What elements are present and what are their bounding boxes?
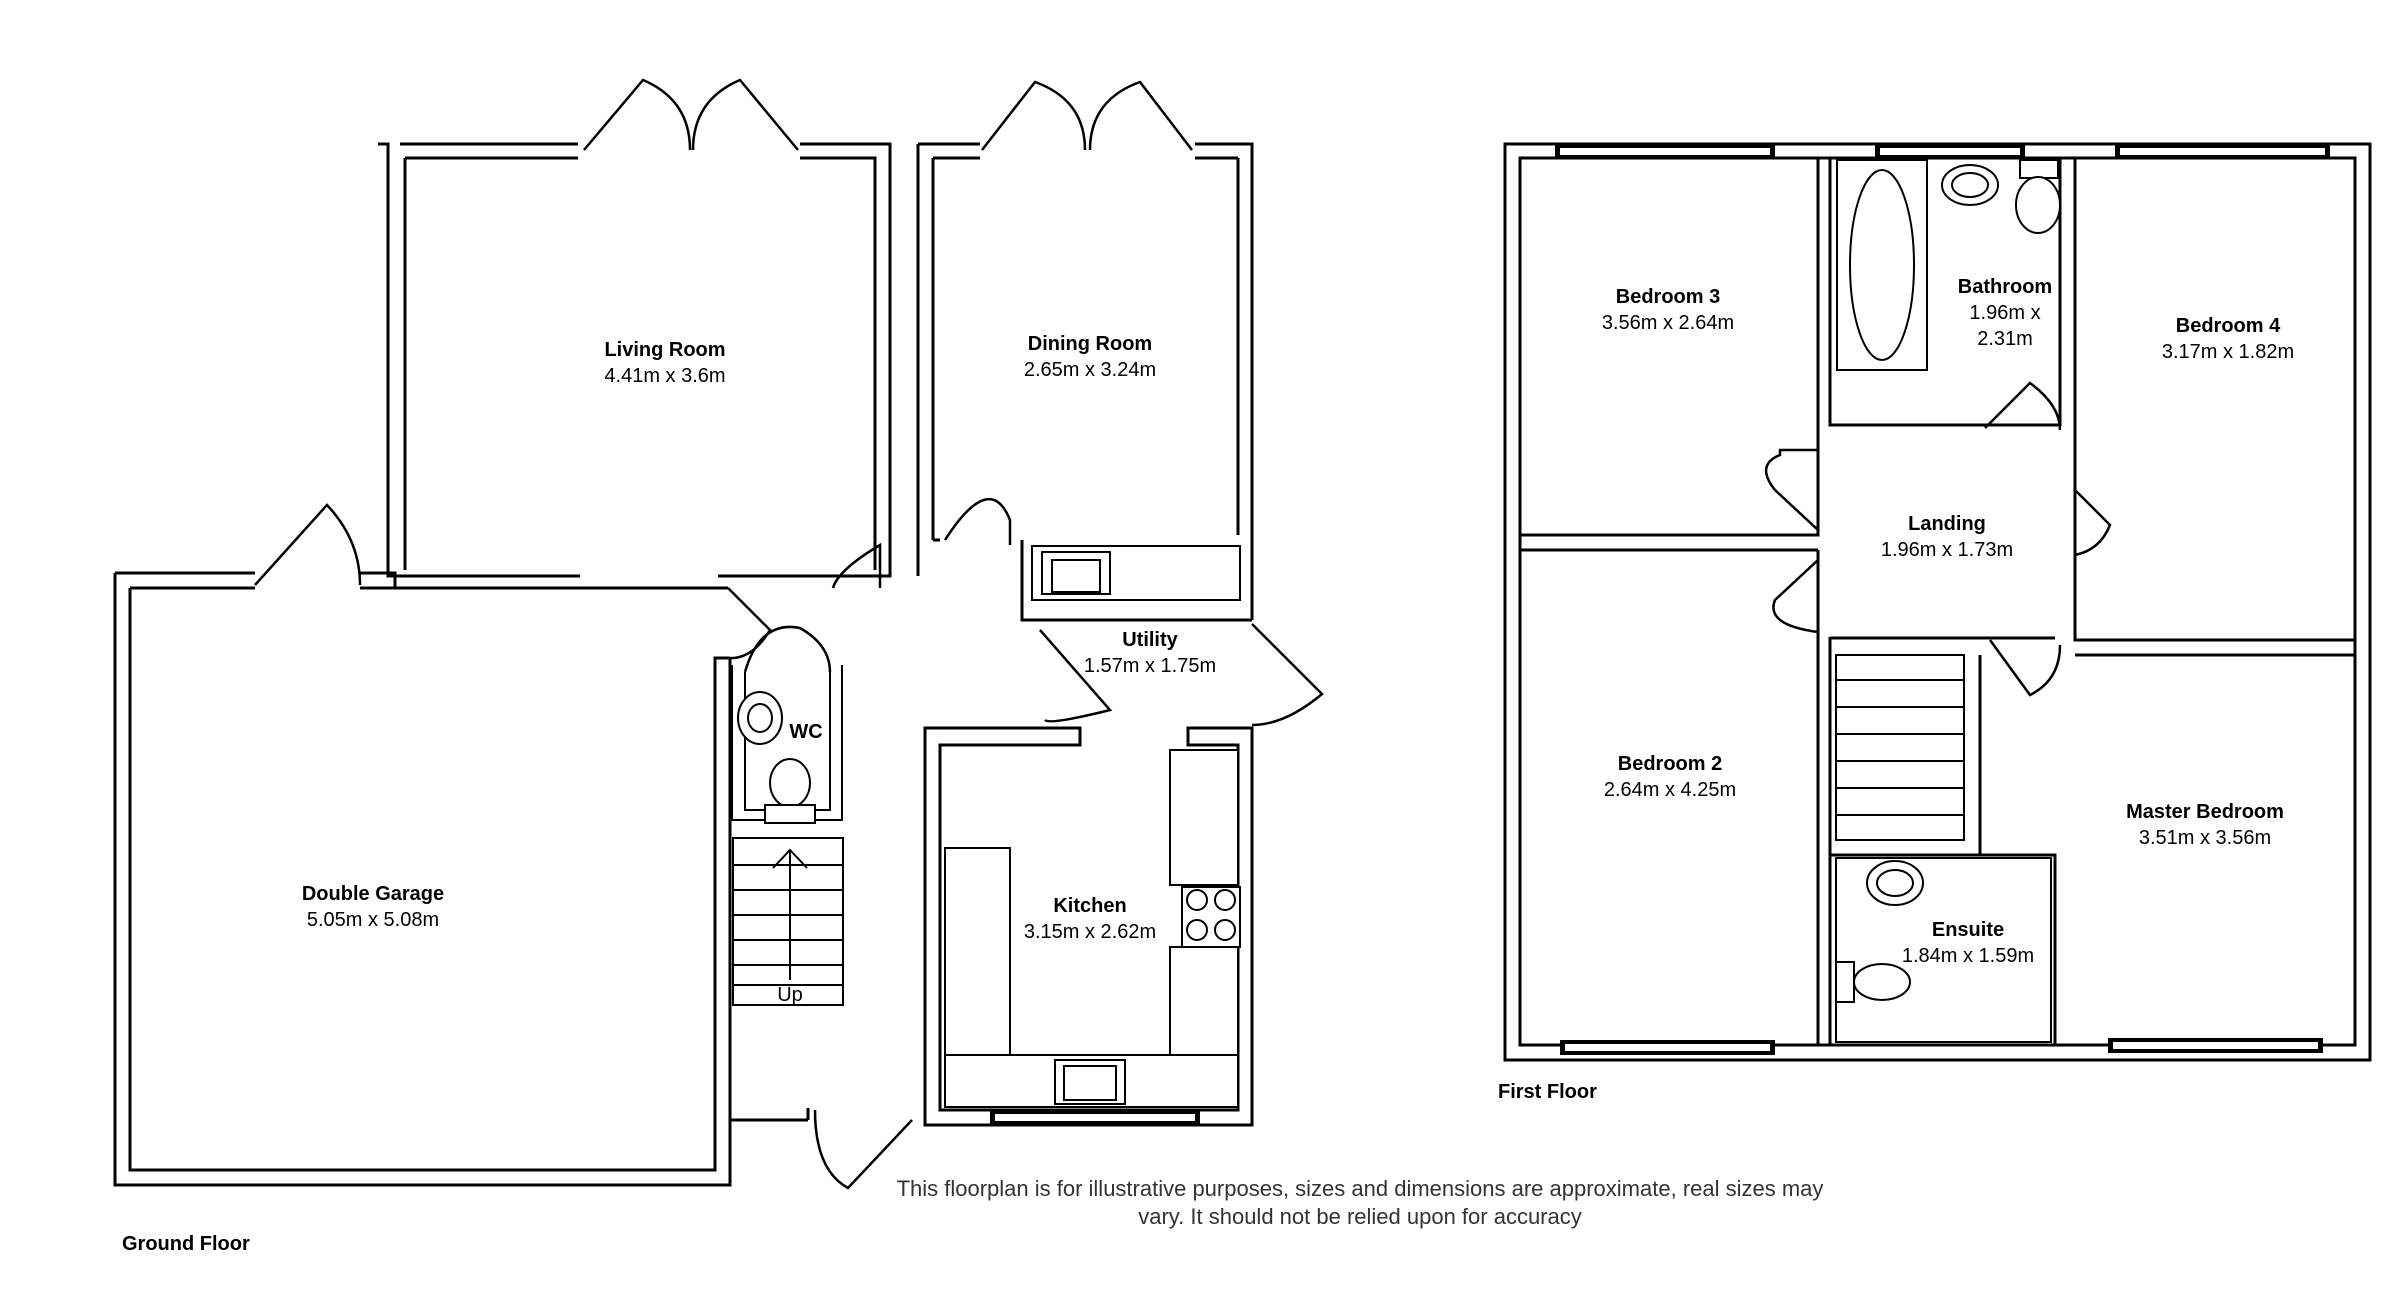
ensuite-toilet: [1853, 963, 1911, 1001]
master-bedroom-dims: 3.51m x 3.56m: [2139, 827, 2271, 849]
bedroom-4-name: Bedroom 4: [2176, 315, 2281, 337]
living-room-walls: [378, 142, 892, 578]
double-garage-walls: [113, 571, 808, 1187]
kitchen-unit-lower: [1169, 946, 1239, 1058]
first-floor-label: First Floor: [1498, 1081, 1597, 1103]
bedroom-2-door: [1772, 559, 1819, 634]
wc-name: WC: [789, 721, 822, 743]
stairs-up-label: Up: [777, 984, 803, 1006]
dining-room-walls: [916, 142, 1254, 620]
dining-room-french-doors: [981, 80, 1193, 151]
wc-door: [743, 625, 832, 673]
dining-room-dims: 2.65m x 3.24m: [1024, 359, 1156, 381]
ensuite-dims: 1.84m x 1.59m: [1902, 945, 2034, 967]
bedroom-4-door: [2074, 489, 2112, 557]
kitchen-dims: 3.15m x 2.62m: [1024, 921, 1156, 943]
kitchen-unit-upper: [1169, 749, 1239, 886]
landing-dims: 1.96m x 1.73m: [1881, 539, 2013, 561]
bathroom-door: [1984, 381, 2062, 431]
bedroom-3-door: [1765, 448, 1819, 531]
bathroom-toilet: [2015, 176, 2061, 234]
stairs-ground: [732, 837, 844, 1006]
utility-back-door: [1251, 623, 1324, 727]
living-room-name: Living Room: [604, 339, 725, 361]
first-floor-internal-walls: [1520, 158, 2355, 1045]
double-garage-dims: 5.05m x 5.08m: [307, 909, 439, 931]
master-bedroom-name: Master Bedroom: [2126, 801, 2284, 823]
garage-door: [254, 503, 362, 586]
landing-name: Landing: [1908, 513, 1986, 535]
bedroom-3-name: Bedroom 3: [1616, 286, 1720, 308]
double-garage-name: Double Garage: [302, 883, 444, 905]
disclaimer-line1: This floorplan is for illustrative purpo…: [897, 1176, 1824, 1201]
kitchen-walls: [923, 726, 1254, 1127]
utility-walls: [933, 538, 1252, 622]
first-floor: [1503, 142, 2372, 1062]
living-room-french-doors: [583, 78, 799, 151]
hall-front-door: [813, 1109, 913, 1190]
wc-toilet: [769, 758, 811, 808]
utility-dims: 1.57m x 1.75m: [1084, 655, 1216, 677]
hall-walls: [728, 658, 810, 1120]
ensuite-walls: [1835, 857, 2052, 1043]
bedroom-2-name: Bedroom 2: [1618, 753, 1722, 775]
bedroom-2-dims: 2.64m x 4.25m: [1604, 779, 1736, 801]
kitchen-name: Kitchen: [1053, 895, 1126, 917]
stairs-first: [1835, 654, 1965, 841]
bedroom-4-dims: 3.17m x 1.82m: [2162, 341, 2294, 363]
utility-name: Utility: [1122, 629, 1178, 651]
bathroom-toilet-cistern: [2019, 159, 2059, 179]
dining-room-name: Dining Room: [1028, 333, 1152, 355]
bathroom-dims-line2: 2.31m: [1977, 328, 2033, 350]
bathroom-dims-line1: 1.96m x: [1969, 302, 2040, 324]
ensuite-name: Ensuite: [1932, 919, 2004, 941]
utility-door: [943, 498, 1113, 723]
hob-rings: [1186, 889, 1236, 941]
ground-floor-label: Ground Floor: [122, 1233, 250, 1255]
bathroom-name: Bathroom: [1958, 276, 2052, 298]
disclaimer-line2: vary. It should not be relied upon for a…: [1138, 1204, 1582, 1229]
ensuite-toilet-cistern: [1835, 961, 1855, 1003]
bedroom-3-dims: 3.56m x 2.64m: [1602, 312, 1734, 334]
master-bedroom-door: [1988, 639, 2062, 697]
kitchen-fridge-unit: [944, 847, 1011, 1056]
ground-floor: Up: [113, 78, 1324, 1190]
living-room-dims: 4.41m x 3.6m: [604, 365, 725, 387]
first-floor-outer-walls: [1503, 142, 2372, 1062]
